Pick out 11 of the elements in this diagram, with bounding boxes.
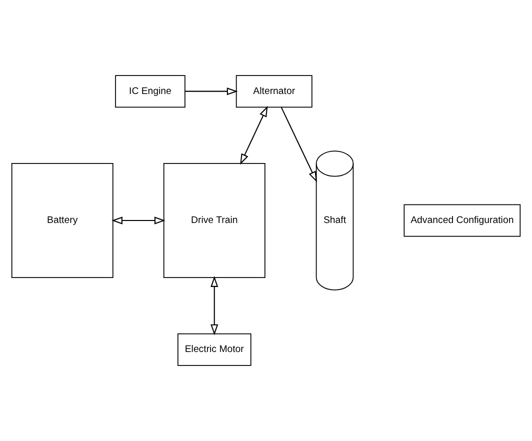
arrow bbox=[240, 106, 268, 165]
node-box: IC Engine bbox=[115, 75, 186, 108]
arrow bbox=[112, 216, 166, 224]
arrow bbox=[210, 276, 218, 336]
node-box: Alternator bbox=[236, 75, 312, 108]
node-box: Battery bbox=[11, 162, 114, 278]
arrow bbox=[185, 88, 238, 96]
node-box: Advanced Configuration bbox=[404, 204, 521, 237]
node-box: Drive Train bbox=[163, 162, 266, 278]
arrow bbox=[280, 107, 317, 182]
node-box: Electric Motor bbox=[177, 333, 252, 366]
